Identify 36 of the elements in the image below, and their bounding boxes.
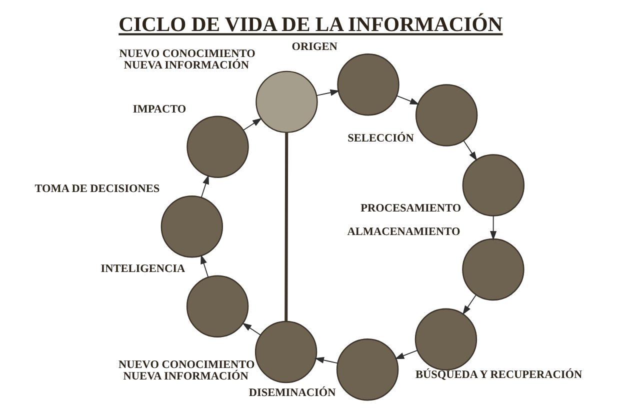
arrow: [242, 322, 261, 336]
node-circle: [336, 338, 399, 401]
node-label: PROCESAMIENTO: [360, 202, 462, 215]
node-label: NUEVA INFORMACIÓN: [124, 59, 250, 72]
node-circle: [256, 70, 318, 134]
node-circle: [160, 196, 224, 258]
node-label: SELECCIÓN: [348, 132, 414, 145]
node-circle: [462, 238, 524, 301]
node-label: NUEVO CONOCIMIENTO: [118, 359, 255, 372]
node-label: BÚSQUEDA Y RECUPERACIÓN: [415, 368, 582, 381]
arrow: [490, 215, 497, 240]
node-label: NUEVA INFORMACIÓN: [123, 370, 248, 382]
node-circle: [186, 116, 249, 178]
node-label: NUEVO CONOCIMIENTO: [119, 48, 256, 60]
node-label: TOMA DE DECISIONES: [34, 183, 160, 196]
node-circle: [415, 84, 478, 146]
node-circle: [337, 53, 400, 116]
node-label: ALMACENAMIENTO: [347, 226, 460, 238]
connector: [284, 132, 288, 322]
arrow: [314, 356, 338, 364]
node-label: IMPACTO: [132, 103, 186, 116]
diagram-title: CICLO DE VIDA DE LA INFORMACIÓN: [118, 14, 503, 36]
node-circle: [186, 275, 249, 338]
arrow: [394, 350, 418, 360]
arrow: [242, 118, 262, 131]
node-circle: [462, 154, 525, 216]
arrow: [396, 95, 420, 105]
arrow: [463, 140, 478, 161]
arrow: [316, 89, 340, 96]
node-label: INTELIGENCIA: [100, 262, 186, 275]
node-label: DISEMINACIÓN: [248, 387, 336, 399]
node-circle: [254, 320, 318, 384]
arrow: [462, 294, 476, 315]
arrow: [200, 174, 209, 198]
arrow: [200, 254, 209, 278]
node-label: ORIGEN: [292, 40, 338, 53]
